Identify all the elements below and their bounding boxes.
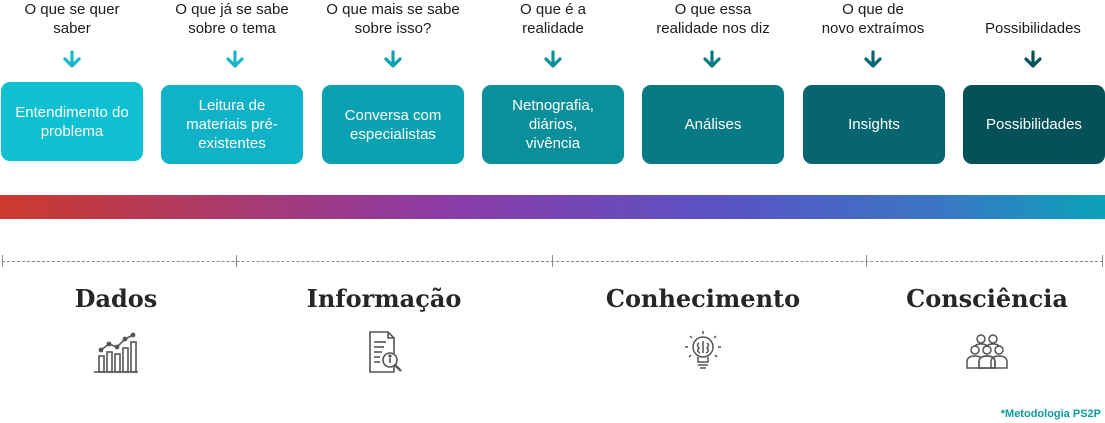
methodology-footnote: *Metodologia PS2P <box>1000 408 1101 420</box>
stage-title-conhecimento: Conhecimento <box>605 284 801 313</box>
arrow-down-icon <box>544 50 562 68</box>
step-box-7: Possibilidades <box>963 85 1105 164</box>
arrow-down-icon <box>703 50 721 68</box>
step-box-1: Entendimento do problema <box>1 82 143 161</box>
gradient-progress-bar <box>0 195 1105 219</box>
timeline-tick <box>866 255 867 267</box>
stage-title-dados: Dados <box>74 284 158 313</box>
timeline-tick <box>2 255 3 267</box>
stage-title-informacao: Informação <box>306 284 462 313</box>
step-question-5: O que essa realidade nos diz <box>656 1 770 37</box>
step-question-7: Possibilidades <box>985 20 1081 37</box>
bar-chart-icon <box>94 332 138 373</box>
arrow-down-icon <box>63 50 81 68</box>
step-question-3: O que mais se sabe sobre isso? <box>326 1 460 37</box>
step-question-2: O que já se sabe sobre o tema <box>175 1 289 37</box>
step-question-4: O que é a realidade <box>520 1 586 37</box>
people-group-icon <box>966 334 1008 369</box>
step-box-5: Análises <box>642 85 784 164</box>
arrow-down-icon <box>864 50 882 68</box>
step-box-3: Conversa com especialistas <box>322 85 464 164</box>
step-box-2: Leitura de materiais pré- existentes <box>161 85 303 164</box>
step-box-4: Netnografia, diários, vivência <box>482 85 624 164</box>
step-question-1: O que se quer saber <box>24 1 120 37</box>
arrow-down-icon <box>384 50 402 68</box>
lightbulb-brain-icon <box>685 331 721 369</box>
timeline-tick <box>552 255 553 267</box>
timeline-tick <box>1102 255 1103 267</box>
timeline-tick <box>236 255 237 267</box>
arrow-down-icon <box>226 50 244 68</box>
step-question-6: O que de novo extraímos <box>821 1 925 37</box>
stage-title-consciencia: Consciência <box>906 284 1068 313</box>
step-box-6: Insights <box>803 85 945 164</box>
document-search-icon <box>369 331 402 373</box>
arrow-down-icon <box>1024 50 1042 68</box>
